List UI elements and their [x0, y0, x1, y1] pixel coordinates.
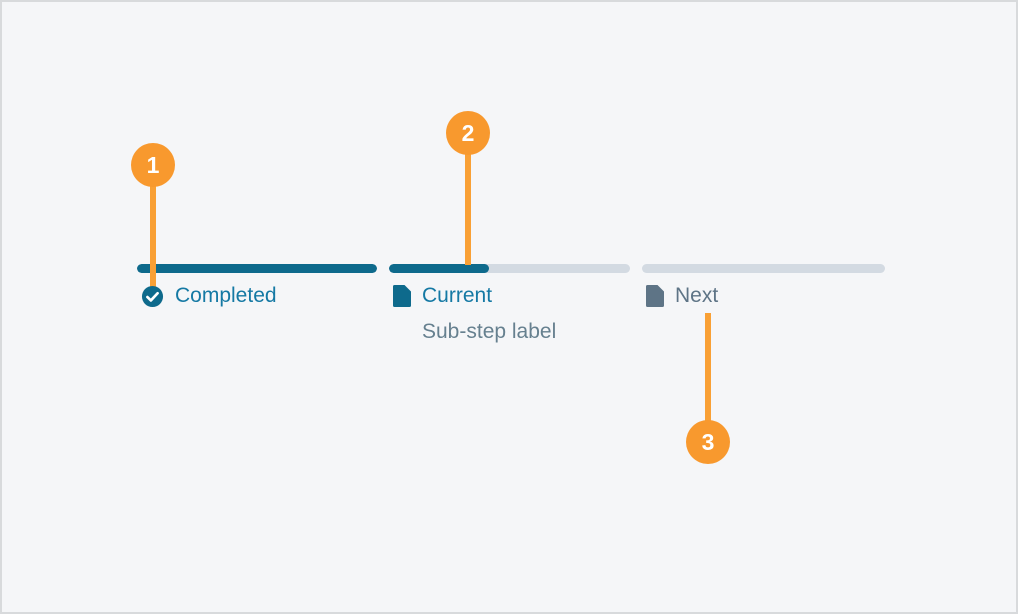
step-next-track: [642, 264, 885, 273]
step-completed-label: Completed: [175, 284, 277, 307]
step-current-label: Current: [422, 284, 493, 307]
step-next-label: Next: [675, 284, 719, 307]
step-current-track: [389, 264, 630, 273]
step-next: Next: [642, 264, 885, 308]
callout-2-pointer-line: [465, 153, 471, 265]
check-circle-icon: [141, 285, 164, 308]
step-current-progress-fill: [389, 264, 489, 273]
callout-3-badge: 3: [686, 420, 730, 464]
callout-1-badge: 1: [131, 143, 175, 187]
callout-2-badge: 2: [446, 111, 490, 155]
step-completed-progress-fill: [137, 264, 377, 273]
step-current-sublabel: Sub-step label: [422, 320, 557, 343]
callout-1-pointer-line: [150, 185, 156, 289]
step-completed-track: [137, 264, 377, 273]
document-icon: [646, 285, 664, 307]
callout-3-pointer-line: [705, 313, 711, 423]
step-completed: Completed: [137, 264, 377, 308]
document-icon: [393, 285, 411, 307]
step-current: Current Sub-step label: [389, 264, 630, 344]
